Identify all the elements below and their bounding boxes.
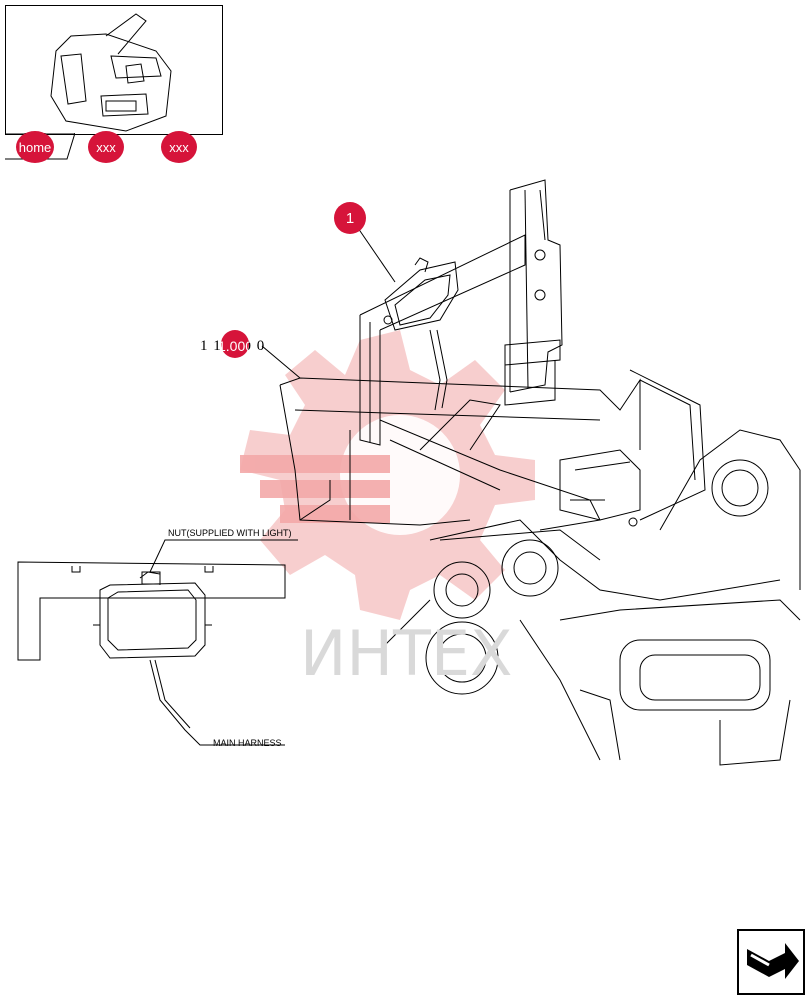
watermark-logo [240, 330, 535, 620]
arrow-return-icon [747, 943, 799, 979]
reference-callout-label: 1.000 [218, 338, 254, 354]
item-callout-1[interactable]: 1 [334, 202, 366, 234]
svg-text:ИНТЕХ: ИНТЕХ [300, 617, 513, 690]
harness-label: MAIN HARNESS [213, 738, 282, 748]
nut-label: NUT(SUPPLIED WITH LIGHT) [168, 528, 292, 538]
next-page-button[interactable] [737, 929, 805, 995]
next-nav-button[interactable]: xxx [161, 131, 197, 163]
excavator-thumbnail [50, 13, 172, 132]
reference-callout[interactable] [221, 330, 249, 358]
prev-button[interactable]: xxx [88, 131, 124, 163]
thumbnail-frame [5, 5, 223, 135]
home-button[interactable]: home [16, 131, 54, 163]
